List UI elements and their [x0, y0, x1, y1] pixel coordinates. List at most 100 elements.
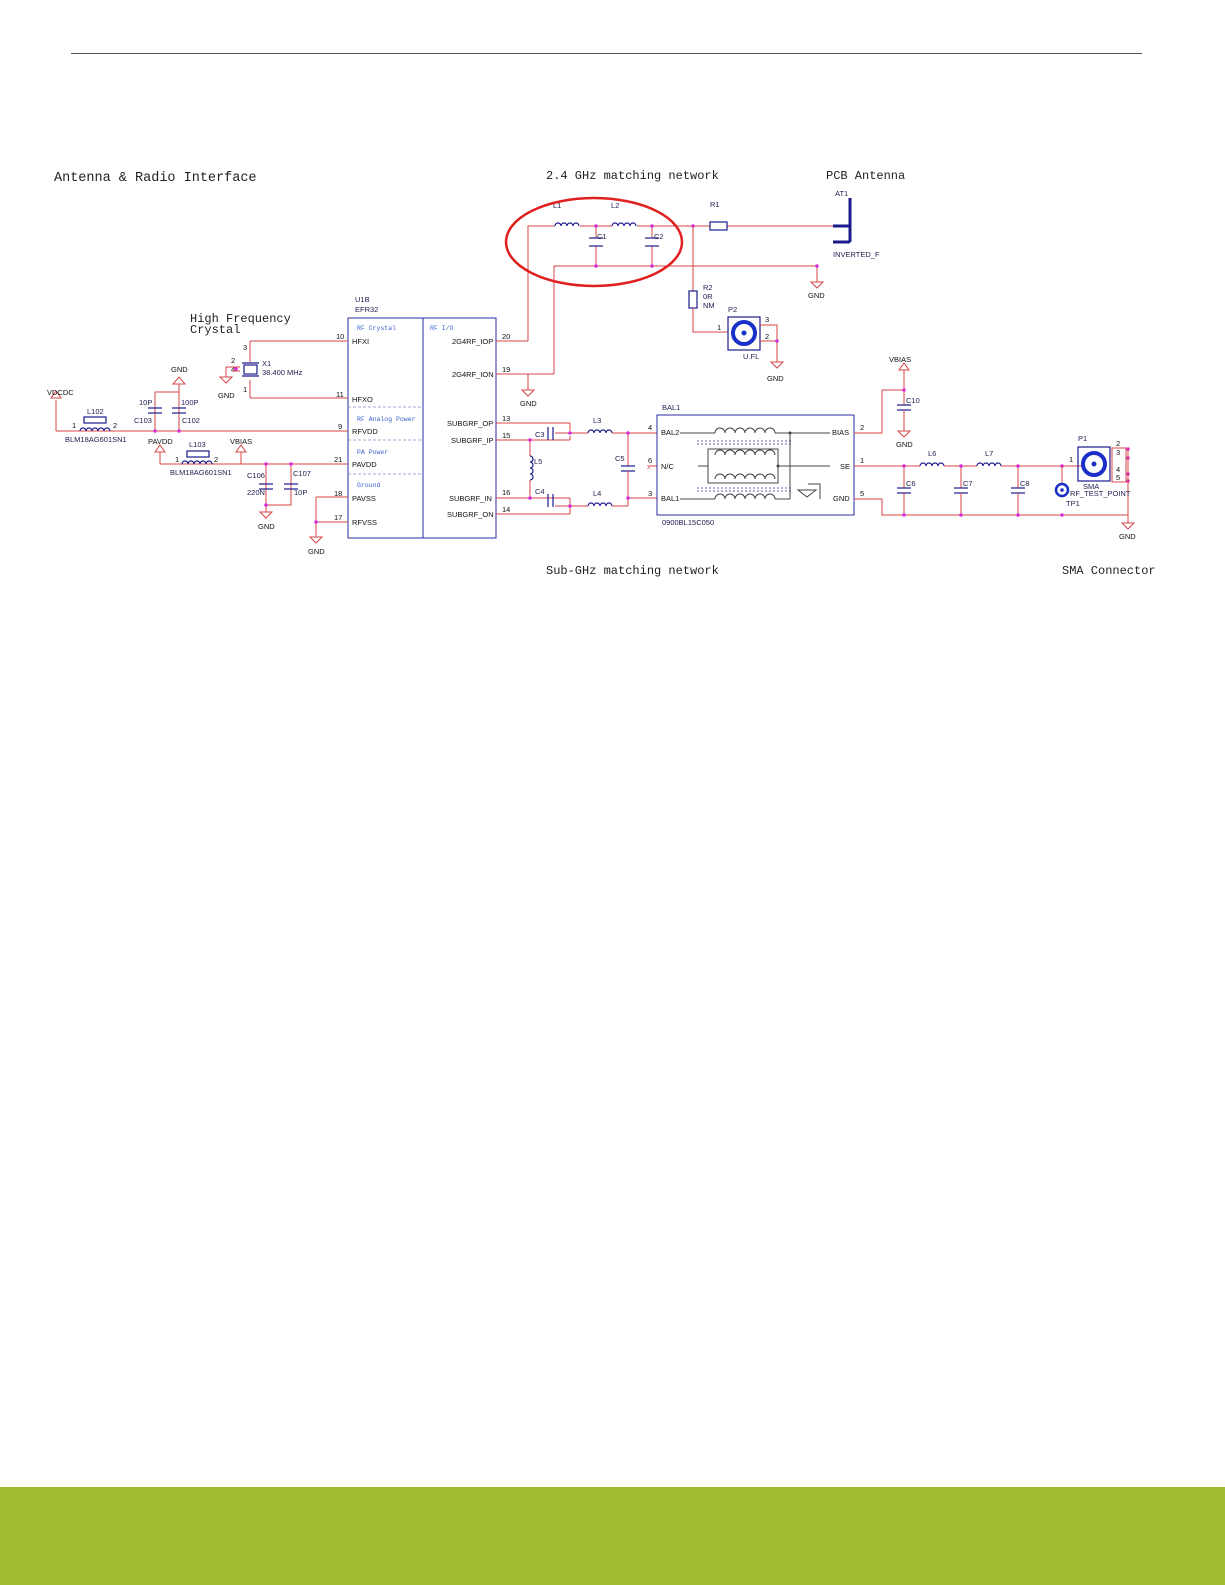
svg-text:N/C: N/C [661, 462, 675, 471]
label-l7: L7 [985, 449, 993, 458]
label-x1-val: 38.400 MHz [262, 368, 303, 377]
label-l2: L2 [611, 201, 619, 210]
svg-text:3: 3 [243, 343, 247, 352]
chip-section-rf-analog-power: RF Analog Power [357, 416, 416, 423]
chip-pin-name: 2G4RF_ION [452, 370, 494, 379]
label-l6: L6 [928, 449, 936, 458]
label-l102-part: BLM18AG601SN1 [65, 435, 127, 444]
label-l102: L102 [87, 407, 104, 416]
chip-section-rf-crystal: RF Crystal [357, 325, 396, 332]
ferrite-l103 [186, 450, 210, 458]
header-pcb-antenna: PCB Antenna [826, 169, 905, 183]
hf-crystal-label-2: Crystal [190, 323, 240, 337]
label-l103-part: BLM18AG601SN1 [170, 468, 232, 477]
label-l4: L4 [593, 489, 601, 498]
svg-text:SE: SE [840, 462, 850, 471]
rfvdd-filter: VDCDC L102 BLM18AG601SN1 1 2 10P C103 10… [47, 365, 200, 444]
chip-pin-name: HFXI [352, 337, 369, 346]
label-c5: C5 [615, 454, 625, 463]
header-rule [71, 53, 1142, 54]
gnd-label: GND [520, 399, 537, 408]
label-x1: X1 [262, 359, 271, 368]
chip-pin-name: SUBGRF_OP [447, 419, 493, 428]
label-r2: R2 [703, 283, 713, 292]
pavdd-filter: PAVDD L103 BLM18AG601SN1 1 2 VBIAS C106 … [148, 437, 325, 556]
label-c6: C6 [906, 479, 916, 488]
svg-text:4: 4 [648, 423, 652, 432]
schematic-diagram: Antenna & Radio Interface 2.4 GHz matchi… [47, 169, 1156, 578]
chip-pin-num: 9 [338, 422, 342, 431]
svg-text:3: 3 [765, 315, 769, 324]
crystal-body [243, 364, 258, 375]
svg-text:2: 2 [231, 356, 235, 365]
highlight-ellipse [504, 196, 684, 288]
label-l3: L3 [593, 416, 601, 425]
label-c102-val: 100P [181, 398, 199, 407]
chip-section-ground: Ground [357, 482, 381, 489]
label-c3: C3 [535, 430, 545, 439]
label-c107-val: 10P [294, 488, 307, 497]
footer-band [0, 1487, 1225, 1585]
label-c4: C4 [535, 487, 545, 496]
svg-text:1: 1 [1069, 455, 1073, 464]
chip-pin-num: 21 [334, 455, 342, 464]
chip-pin-name: RFVDD [352, 427, 378, 436]
vbias-label: VBIAS [230, 437, 252, 446]
label-bal1: BAL1 [662, 403, 680, 412]
chip-pin-num: 10 [336, 332, 344, 341]
chip-pin-num: 11 [336, 390, 344, 399]
ferrite-l102 [83, 416, 107, 424]
matching-network-subghz: C3 L3 C4 L4 L5 C5 x [528, 416, 657, 514]
vbias-label: VBIAS [889, 355, 911, 364]
resistor-r2 [688, 290, 698, 309]
label-c106: C106 [247, 471, 265, 480]
svg-text:1: 1 [860, 456, 864, 465]
chip-pin-name: SUBGRF_ON [447, 510, 494, 519]
label-tp1-type: RF_TEST_POINT [1070, 489, 1131, 498]
ufl-connector-p2: R2 0R NM P2 U.FL 1 3 2 GND [688, 226, 784, 383]
svg-text:BIAS: BIAS [832, 428, 849, 437]
label-r2-val: 0R [703, 292, 713, 301]
gnd-label: GND [171, 365, 188, 374]
chip-pin-name: 2G4RF_IOP [452, 337, 493, 346]
chip-pin-name: SUBGRF_IN [449, 494, 492, 503]
svg-text:BAL1: BAL1 [661, 494, 679, 503]
chip-section-pa-power: PA Power [357, 449, 388, 456]
svg-text:2: 2 [113, 421, 117, 430]
svg-text:3: 3 [648, 489, 652, 498]
svg-text:5: 5 [860, 489, 864, 498]
svg-text:3: 3 [1116, 448, 1120, 457]
label-c102: C102 [182, 416, 200, 425]
gnd-label: GND [308, 547, 325, 556]
inductor-l4 [587, 502, 613, 507]
label-r2-nm: NM [703, 301, 715, 310]
inductor-l2 [611, 222, 637, 227]
label-c107: C107 [293, 469, 311, 478]
sma-connector-p1: P1 SMA 1 2 3 4 5 GND RF_TEST_POINT TP1 [1054, 434, 1136, 541]
label-l5: L5 [534, 457, 542, 466]
chip-pin-name: PAVDD [352, 460, 377, 469]
inductor-l7 [976, 462, 1002, 467]
label-c7: C7 [963, 479, 973, 488]
svg-text:4: 4 [231, 365, 235, 374]
svg-text:2: 2 [860, 423, 864, 432]
chip-pin-num: 14 [502, 505, 510, 514]
chip-pin-name: PAVSS [352, 494, 376, 503]
gnd-label: GND [896, 440, 913, 449]
label-c103: C103 [134, 416, 152, 425]
inductor-l6 [919, 462, 945, 467]
balun-bal1: BAL1 0900BL15C050 BAL2 4 N/C 6 BAL1 3 BI… [648, 403, 864, 527]
label-c106-val: 220N [247, 488, 265, 497]
svg-text:6: 6 [648, 456, 652, 465]
svg-text:2: 2 [765, 332, 769, 341]
svg-text:BAL2: BAL2 [661, 428, 679, 437]
header-sma-connector: SMA Connector [1062, 564, 1156, 578]
label-l1: L1 [553, 201, 561, 210]
chip-pin-num: 16 [502, 488, 510, 497]
chip-ref: U1B [355, 295, 370, 304]
gnd-label: GND [808, 291, 825, 300]
crystal-x1: X1 38.400 MHz 3 2 4 1 GND [218, 341, 303, 400]
chip-pin-num: 15 [502, 431, 510, 440]
chip-pin-wires [56, 340, 570, 523]
gnd-label: GND [258, 522, 275, 531]
